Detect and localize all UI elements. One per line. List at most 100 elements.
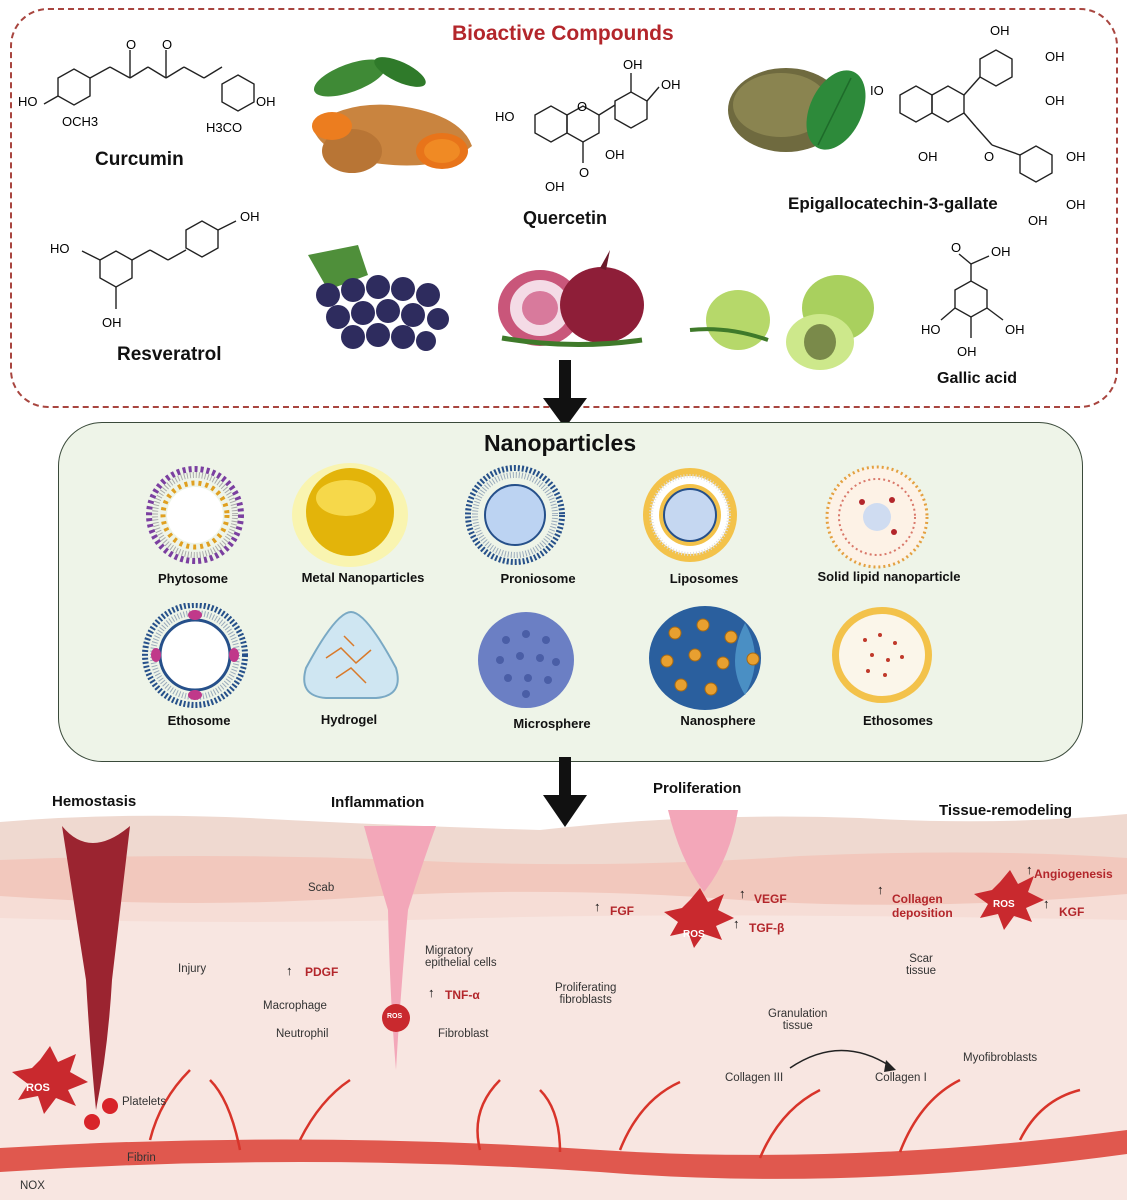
resveratrol-oh2: OH xyxy=(102,315,122,330)
np-label-microsphere: Microsphere xyxy=(513,716,591,731)
metal-nanoparticle-graphic xyxy=(292,463,408,567)
egcg-oh3: OH xyxy=(1045,93,1065,108)
quercetin-ho: HO xyxy=(495,109,515,124)
phytosome-graphic xyxy=(146,466,244,564)
np-label-phytosome: Phytosome xyxy=(157,571,229,586)
quercetin-oh4: OH xyxy=(545,179,565,194)
microsphere-graphic xyxy=(478,612,574,708)
np-label-sln: Solid lipid nanoparticle xyxy=(817,569,961,584)
stage-tissue-remodeling: Tissue-remodeling xyxy=(939,802,1073,819)
egcg-oh4: OH xyxy=(918,149,938,164)
label-pdgf: PDGF xyxy=(305,965,339,979)
label-angiogenesis: Angiogenesis xyxy=(1034,867,1113,881)
quercetin-oh1: OH xyxy=(623,57,643,72)
ros-hemostasis: ROS xyxy=(26,1082,50,1094)
quercetin-structure: HO O OH OH OH O OH xyxy=(495,57,681,194)
label-nox: NOX xyxy=(20,1180,45,1192)
ethosomes-graphic xyxy=(832,607,932,703)
up-arrow-angiogenesis: ↑ xyxy=(1026,862,1033,877)
label-tgf: TGF-β xyxy=(749,921,785,935)
quercetin-oh2: OH xyxy=(661,77,681,92)
egcg-io: IO xyxy=(870,83,884,98)
quercetin-o: O xyxy=(577,99,587,114)
egcg-structure: OH OH OH IO OH O OH OH OH xyxy=(870,25,1086,228)
egcg-oh7: OH xyxy=(1028,213,1048,228)
curcumin-ho: HO xyxy=(18,94,38,109)
up-arrow-kgf: ↑ xyxy=(1043,896,1050,911)
label-macrophage: Macrophage xyxy=(263,1000,327,1012)
down-arrow-2 xyxy=(543,757,587,827)
label-tnf: TNF-α xyxy=(445,988,480,1002)
stage-inflammation: Inflammation xyxy=(331,794,425,811)
label-fibroblast: Fibroblast xyxy=(438,1028,489,1040)
ros-remodeling: ROS xyxy=(993,899,1015,910)
label-injury: Injury xyxy=(178,963,207,975)
label-fgf: FGF xyxy=(610,904,634,918)
label-kgf: KGF xyxy=(1059,905,1085,919)
resveratrol-oh1: OH xyxy=(240,209,260,224)
solid-lipid-nanoparticle-graphic xyxy=(825,465,929,569)
label-scar-tissue: Scar tissue xyxy=(906,953,937,977)
label-platelets: Platelets xyxy=(122,1096,167,1108)
curcumin-och3: OCH3 xyxy=(62,114,98,129)
compound-curcumin: Curcumin xyxy=(95,149,184,170)
gallic-oh3: OH xyxy=(957,344,977,359)
turmeric-image xyxy=(312,57,472,173)
nanoparticles-panel xyxy=(58,422,1083,762)
quercetin-oh3: OH xyxy=(605,147,625,162)
up-arrow-tgf: ↑ xyxy=(733,916,740,931)
egcg-oh2: OH xyxy=(1045,49,1065,64)
np-label-hydrogel: Hydrogel xyxy=(320,712,378,727)
quercetin-o2: O xyxy=(579,165,589,180)
egcg-oh1: OH xyxy=(990,25,1010,38)
egcg-oh5: OH xyxy=(1066,149,1086,164)
up-arrow-vegf: ↑ xyxy=(739,886,746,901)
ethosome-graphic xyxy=(142,603,248,708)
ros-inflammation: ROS xyxy=(387,1013,403,1020)
gallic-oh2: OH xyxy=(1005,322,1025,337)
curcumin-structure: O O HO OCH3 H3CO OH xyxy=(18,40,276,135)
np-label-nanosphere: Nanosphere xyxy=(680,713,756,728)
compound-gallic-acid: Gallic acid xyxy=(937,370,1018,387)
label-neutrophil: Neutrophil xyxy=(276,1028,329,1040)
up-arrow-pdgf: ↑ xyxy=(286,963,293,978)
compound-resveratrol: Resveratrol xyxy=(117,344,222,365)
np-label-ethosome: Ethosome xyxy=(167,713,231,728)
stage-hemostasis: Hemostasis xyxy=(52,793,137,810)
np-label-metal: Metal Nanoparticles xyxy=(301,570,425,585)
tea-leaves-image xyxy=(728,68,866,152)
label-proliferating-fibroblasts: Proliferating fibroblasts xyxy=(555,982,617,1006)
hydrogel-graphic xyxy=(303,610,399,699)
up-arrow-collagen: ↑ xyxy=(877,882,884,897)
stage-proliferation: Proliferation xyxy=(653,780,742,797)
up-arrow-fgf: ↑ xyxy=(594,899,601,914)
label-fibrin: Fibrin xyxy=(127,1152,156,1164)
label-myofibroblasts: Myofibroblasts xyxy=(963,1052,1038,1064)
curcumin-oh: OH xyxy=(256,94,276,109)
proniosome-graphic xyxy=(465,465,565,565)
np-label-liposomes: Liposomes xyxy=(669,571,739,586)
label-migratory: Migratory epithelial cells xyxy=(425,945,497,969)
compound-quercetin: Quercetin xyxy=(523,208,608,228)
gallic-acid-structure: O OH HO OH OH xyxy=(921,240,1025,359)
down-arrow-1 xyxy=(543,360,587,428)
skin-cross-section xyxy=(0,810,1127,1200)
label-collagen-i: Collagen I xyxy=(875,1072,927,1084)
label-collagen-deposition: Collagen deposition xyxy=(892,892,953,920)
compound-egcg: Epigallocatechin-3-gallate xyxy=(788,194,998,213)
label-granulation-tissue: Granulation tissue xyxy=(768,1008,828,1032)
liposomes-graphic xyxy=(643,468,737,562)
gallic-o: O xyxy=(951,240,961,255)
amla-image xyxy=(689,275,874,370)
curcumin-o1: O xyxy=(126,40,136,52)
onion-image xyxy=(498,250,644,348)
egcg-oh6: OH xyxy=(1066,197,1086,212)
nanoparticles-title: Nanoparticles xyxy=(484,430,637,456)
up-arrow-tnf: ↑ xyxy=(428,985,435,1000)
ros-proliferation: ROS xyxy=(683,929,705,940)
np-label-ethosomes: Ethosomes xyxy=(862,713,934,728)
grapes-image xyxy=(308,245,449,351)
gallic-ho: HO xyxy=(921,322,941,337)
curcumin-h3co: H3CO xyxy=(206,120,242,135)
curcumin-o2: O xyxy=(162,40,172,52)
